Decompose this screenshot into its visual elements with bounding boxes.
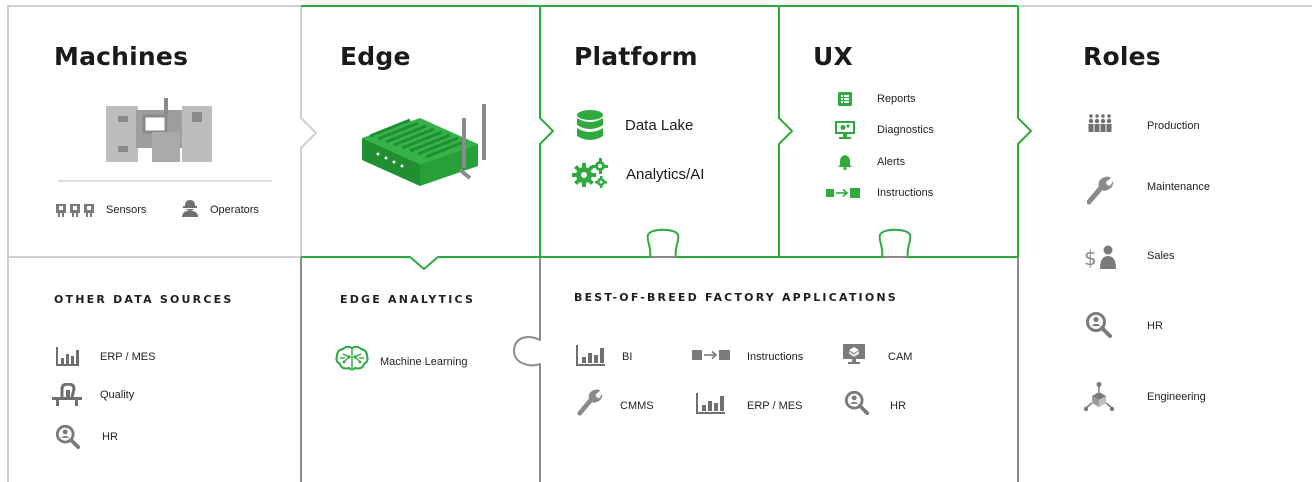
wrench-icon (577, 389, 603, 416)
engineering-icon (1084, 382, 1114, 412)
instructions-icon (826, 188, 860, 198)
cmms-label: CMMS (620, 400, 654, 412)
cam-label: CAM (888, 351, 913, 363)
platform-title: Platform (574, 42, 698, 71)
roles-hr-label: HR (1147, 320, 1163, 332)
edge-frame (301, 256, 540, 270)
apps-erp-mes-label: ERP / MES (747, 400, 803, 412)
other-erp-mes-label: ERP / MES (100, 351, 156, 363)
report-icon (838, 92, 852, 106)
gears-icon (572, 158, 608, 188)
maintenance-label: Maintenance (1147, 181, 1210, 193)
operators-label: Operators (210, 204, 259, 216)
other-sources-heading: OTHER DATA SOURCES (54, 293, 234, 306)
instructions-icon (692, 350, 730, 360)
ux-bottom-tab (779, 228, 1018, 258)
edge-title: Edge (340, 42, 411, 71)
diagnostics-icon (835, 121, 855, 139)
roles-left-arrow (1017, 6, 1032, 257)
operator-icon (182, 200, 198, 217)
brain-icon (335, 345, 369, 371)
bar-chart-icon (576, 345, 605, 366)
bi-label: BI (622, 351, 633, 363)
sensors-icon (56, 204, 94, 217)
quality-icon (52, 383, 82, 406)
alerts-label: Alerts (877, 156, 906, 168)
quality-label: Quality (100, 389, 135, 401)
engineering-label: Engineering (1147, 391, 1206, 403)
diagnostics-label: Diagnostics (877, 124, 934, 136)
edge-analytics-heading: EDGE ANALYTICS (340, 293, 476, 306)
roles-title: Roles (1083, 42, 1161, 71)
cam-icon (843, 344, 865, 364)
ux-title: UX (813, 42, 853, 71)
bar-chart-icon (56, 347, 79, 366)
apps-hr-label: HR (890, 400, 906, 412)
ux-left-arrow (778, 6, 793, 257)
hr-icon (1086, 312, 1112, 338)
people-icon (1088, 114, 1112, 132)
platform-bottom-tab (540, 228, 779, 258)
bar-chart-icon (696, 393, 725, 414)
database-icon (577, 110, 603, 140)
production-label: Production (1147, 120, 1200, 132)
machines-edge-arrow (300, 6, 317, 257)
machine-learning-label: Machine Learning (380, 356, 468, 368)
apps-instructions-label: Instructions (747, 351, 804, 363)
reports-label: Reports (877, 93, 916, 105)
factory-apps-heading: BEST-OF-BREED FACTORY APPLICATIONS (574, 291, 898, 304)
puzzle-connector (512, 257, 541, 482)
sales-icon: $ (1084, 245, 1116, 270)
bell-icon (838, 155, 852, 170)
data-lake-label: Data Lake (625, 117, 694, 134)
sensors-label: Sensors (106, 204, 147, 216)
ux-instructions-label: Instructions (877, 187, 934, 199)
machines-frame (7, 5, 301, 482)
hr-icon (55, 424, 81, 450)
machines-title: Machines (54, 42, 189, 71)
hr-icon (844, 390, 870, 416)
wrench-icon (1087, 176, 1113, 205)
machine-icon (106, 98, 212, 162)
svg-text:$: $ (1084, 246, 1097, 270)
sales-label: Sales (1147, 250, 1175, 262)
edge-gateway-icon (362, 104, 486, 186)
platform-left-arrow (539, 6, 554, 257)
analytics-ai-label: Analytics/AI (626, 166, 705, 183)
other-hr-label: HR (102, 431, 118, 443)
